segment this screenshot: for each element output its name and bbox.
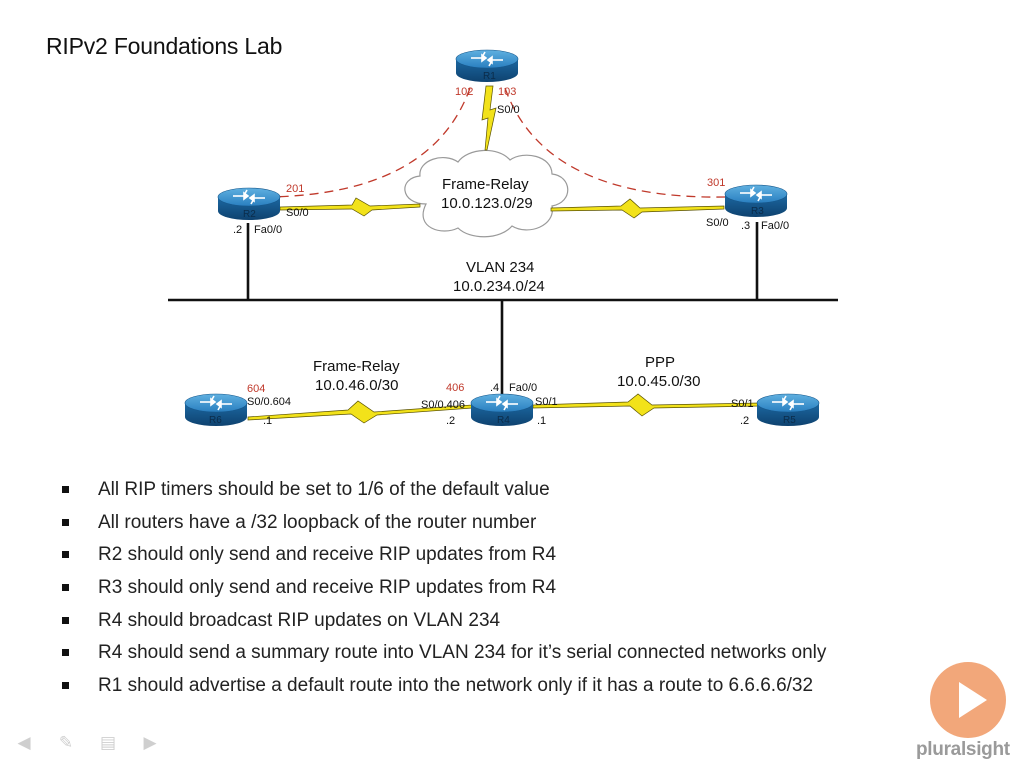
list-item: R3 should only send and receive RIP upda…	[62, 575, 826, 608]
r4-host-lan-label: .4	[490, 382, 499, 394]
list-item: R2 should only send and receive RIP upda…	[62, 542, 826, 575]
r2-fa00-label: Fa0/0	[254, 224, 282, 236]
router-name-r6: R6	[209, 415, 222, 426]
bullet-square-icon	[62, 616, 69, 624]
ppp-label-2: 10.0.45.0/30	[617, 373, 700, 390]
bullet-square-icon	[62, 682, 69, 690]
fr-bottom-label-2: 10.0.46.0/30	[315, 377, 398, 394]
frame-relay-cloud	[404, 149, 569, 238]
r5-s01-label: S0/1	[731, 398, 754, 410]
list-item: R1 should advertise a default route into…	[62, 673, 826, 706]
cloud-label-2: 10.0.123.0/29	[441, 195, 533, 212]
cloud-label-1: Frame-Relay	[442, 176, 529, 193]
list-item: All routers have a /32 loopback of the r…	[62, 510, 826, 543]
r2-s00-label: S0/0	[286, 207, 309, 219]
network-diagram: R1 R2 R3 R4 R5 R6 Frame-Relay 10.0.123.0…	[168, 49, 838, 427]
slide-nav-bar: ◀ ✎ ▤ ▶	[10, 733, 164, 753]
list-item-text: R3 should only send and receive RIP upda…	[98, 577, 557, 599]
requirements-list: All RIP timers should be set to 1/6 of t…	[62, 477, 826, 706]
dlci-201: 201	[286, 183, 304, 195]
dlci-406: 406	[446, 382, 464, 394]
list-item-text: R1 should advertise a default route into…	[98, 675, 814, 697]
list-item-text: R4 should send a summary route into VLAN…	[98, 642, 827, 664]
bullet-square-icon	[62, 584, 69, 592]
r1-s00-label: S0/0	[497, 104, 520, 116]
router-name-r1: R1	[483, 71, 496, 82]
serial-link-r4-r5	[532, 393, 761, 417]
slide-title: RIPv2 Foundations Lab	[46, 33, 283, 59]
dlci-604: 604	[247, 383, 265, 395]
serial-links	[247, 85, 761, 424]
router-name-r4: R4	[497, 415, 510, 426]
r4-fa00-label: Fa0/0	[509, 382, 537, 394]
vlan-label-1: VLAN 234	[466, 259, 534, 276]
pen-icon[interactable]: ✎	[58, 733, 74, 753]
r5-host-label: .2	[740, 415, 749, 427]
notes-icon[interactable]: ▤	[99, 733, 117, 753]
serial-link-r2-cloud	[279, 197, 421, 217]
bullet-square-icon	[62, 486, 69, 493]
list-item: All RIP timers should be set to 1/6 of t…	[62, 477, 826, 510]
r3-s00-label: S0/0	[706, 217, 729, 229]
r3-host-label: .3	[741, 220, 750, 232]
vlan-label-2: 10.0.234.0/24	[453, 278, 545, 295]
bullet-square-icon	[62, 649, 69, 657]
r6-s00604-label: S0/0.604	[247, 396, 291, 408]
ppp-label-1: PPP	[645, 354, 675, 371]
bullet-square-icon	[62, 551, 69, 559]
router-name-r5: R5	[783, 415, 796, 426]
r3-fa00-label: Fa0/0	[761, 220, 789, 232]
pluralsight-logo: pluralsight	[916, 739, 1010, 760]
list-item-text: All routers have a /32 loopback of the r…	[98, 511, 537, 533]
list-item: R4 should send a summary route into VLAN…	[62, 640, 826, 673]
dlci-103: 103	[498, 86, 516, 98]
r2-host-label: .2	[233, 224, 242, 236]
play-button[interactable]	[930, 662, 1006, 738]
list-item: R4 should broadcast RIP updates on VLAN …	[62, 608, 826, 641]
dlci-301: 301	[707, 177, 725, 189]
r4-host-fr-label: .2	[446, 415, 455, 427]
list-item-text: All RIP timers should be set to 1/6 of t…	[98, 479, 550, 500]
fr-bottom-label-1: Frame-Relay	[313, 358, 400, 375]
bullet-square-icon	[62, 518, 69, 526]
r4-s00406-label: S0/0.406	[421, 399, 465, 411]
list-item-text: R2 should only send and receive RIP upda…	[98, 544, 557, 566]
play-icon	[959, 682, 987, 718]
r4-s01-label: S0/1	[535, 396, 558, 408]
vlan-bus	[168, 222, 838, 400]
serial-link-cloud-r3	[550, 198, 725, 219]
arrow-right-icon[interactable]: ▶	[143, 733, 157, 753]
router-name-r3: R3	[751, 206, 764, 217]
serial-link-r1-cloud	[481, 85, 497, 151]
r4-host-ppp-label: .1	[537, 415, 546, 427]
arrow-left-icon[interactable]: ◀	[17, 733, 31, 753]
list-item-text: R4 should broadcast RIP updates on VLAN …	[98, 609, 501, 631]
router-name-r2: R2	[243, 209, 256, 220]
dlci-102: 102	[455, 86, 473, 98]
r6-host-label: .1	[263, 415, 272, 427]
